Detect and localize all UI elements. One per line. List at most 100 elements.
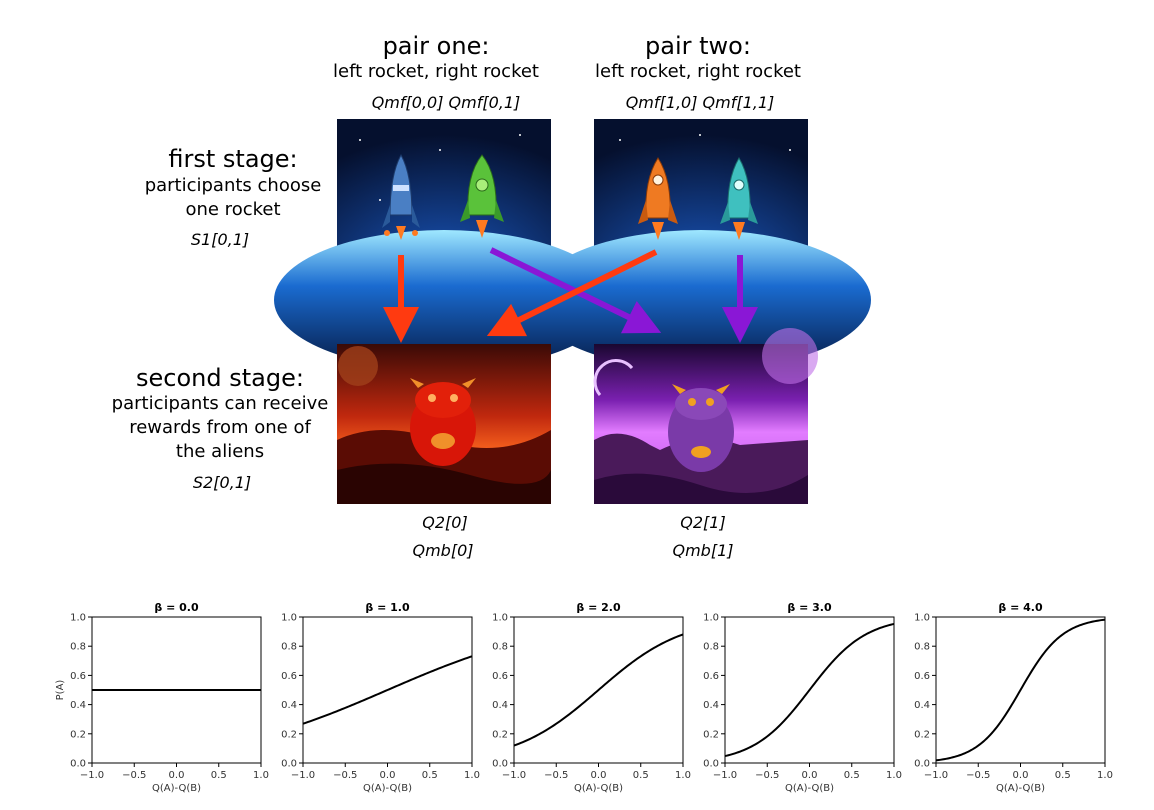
pair-two-qmf: Qmf[1,0] Qmf[1,1] [625,93,775,112]
x-tick-label: 1.0 [886,770,902,781]
y-tick-label: 0.2 [70,729,86,740]
y-tick-label: 0.4 [492,700,508,711]
second-stage-line2: rewards from one of [129,417,311,438]
pair-one-title: pair one: [382,32,490,60]
x-tick-label: 1.0 [464,770,480,781]
x-axis-label: Q(A)-Q(B) [152,783,201,794]
y-tick-label: 0.0 [703,759,719,770]
softmax-plots: β = 0.0 −1.0 −0.5 0.0 0.5 1.0 0.0 0.2 0.4 0.6 0.8 1… [55,601,1113,794]
x-tick-label: 0.5 [1055,770,1071,781]
y-tick-label: 0.2 [703,729,719,740]
x-tick-label: 0.5 [211,770,227,781]
second-stage-line3: the aliens [175,441,265,462]
y-tick-label: 0.6 [281,671,297,682]
purple-planet-q2: Q2[1] [680,513,726,532]
y-tick-label: 0.6 [914,671,930,682]
y-tick-label: 0.6 [492,671,508,682]
x-tick-label: 0.0 [591,770,607,781]
plot-title: β = 1.0 [365,601,410,614]
pair-one-qmf: Qmf[0,0] Qmf[0,1] [371,93,521,112]
second-stage-title: second stage: [136,364,304,392]
x-axis-label: Q(A)-Q(B) [574,783,623,794]
softmax-curve [513,633,684,747]
second-stage-line1: participants can receive [111,393,329,414]
purple-planet-qmb: Qmb[1] [672,541,734,560]
plot-title: β = 2.0 [576,601,621,614]
y-tick-label: 0.8 [703,642,719,653]
x-tick-label: −1.0 [924,770,948,781]
x-tick-label: 0.5 [633,770,649,781]
pair-one-subtitle: left rocket, right rocket [333,61,539,82]
green-rocket-icon [460,154,504,238]
y-tick-label: 0.8 [492,642,508,653]
x-axis-label: Q(A)-Q(B) [785,783,834,794]
softmax-curve [724,622,895,758]
red-planet-q2: Q2[0] [422,513,468,532]
y-tick-label: 0.6 [703,671,719,682]
y-tick-label: 0.4 [914,700,930,711]
y-tick-label: 0.6 [70,671,86,682]
x-tick-label: −1.0 [713,770,737,781]
x-tick-label: −0.5 [966,770,990,781]
x-tick-label: −1.0 [502,770,526,781]
softmax-curve [302,655,473,725]
y-tick-label: 1.0 [703,613,719,624]
plot-title: β = 3.0 [787,601,832,614]
y-tick-label: 1.0 [70,613,86,624]
arrow-orange-rocket-to-red [486,249,658,337]
y-tick-label: 0.4 [70,700,86,711]
y-tick-label: 0.8 [281,642,297,653]
y-tick-label: 0.2 [281,729,297,740]
x-tick-label: −0.5 [122,770,146,781]
plot-title: β = 4.0 [998,601,1043,614]
pair-one-image [274,119,614,370]
softmax-curve [935,618,1106,762]
x-tick-label: 0.5 [422,770,438,781]
purple-planet-image [593,328,818,504]
first-stage-title: first stage: [168,145,298,173]
teal-rocket-icon [720,157,758,240]
x-tick-label: 1.0 [253,770,269,781]
first-stage-state: S1[0,1] [190,230,250,249]
y-tick-label: 1.0 [914,613,930,624]
y-axis-label: P(A) [55,680,66,701]
y-tick-label: 0.0 [914,759,930,770]
pair-two-title: pair two: [645,32,751,60]
x-tick-label: 0.0 [802,770,818,781]
y-tick-label: 0.0 [70,759,86,770]
red-planet-image [337,344,551,504]
y-tick-label: 0.8 [914,642,930,653]
y-tick-label: 0.4 [281,700,297,711]
red-alien-icon [410,378,476,466]
y-tick-label: 0.0 [281,759,297,770]
arrow-green-rocket-to-purple [489,247,662,334]
y-tick-label: 0.4 [703,700,719,711]
purple-alien-icon [668,384,734,472]
x-tick-label: 1.0 [1097,770,1113,781]
x-tick-label: −1.0 [80,770,104,781]
x-tick-label: 0.0 [1013,770,1029,781]
y-tick-label: 1.0 [492,613,508,624]
pair-two-subtitle: left rocket, right rocket [595,61,801,82]
task-diagram [274,119,871,504]
y-tick-label: 0.2 [914,729,930,740]
pair-two-image [531,119,871,370]
x-tick-label: 0.5 [844,770,860,781]
x-axis-label: Q(A)-Q(B) [996,783,1045,794]
plot-title: β = 0.0 [154,601,199,614]
x-tick-label: 1.0 [675,770,691,781]
first-stage-line1: participants choose [144,175,322,196]
orange-rocket-icon [638,157,678,240]
red-planet-qmb: Qmb[0] [412,541,474,560]
blue-rocket-icon [382,153,420,240]
y-tick-label: 0.0 [492,759,508,770]
x-axis-label: Q(A)-Q(B) [363,783,412,794]
first-stage-line2: one rocket [185,199,281,220]
x-tick-label: −0.5 [544,770,568,781]
x-tick-label: −0.5 [755,770,779,781]
y-tick-label: 1.0 [281,613,297,624]
x-tick-label: −0.5 [333,770,357,781]
x-tick-label: 0.0 [169,770,185,781]
y-tick-label: 0.2 [492,729,508,740]
second-stage-state: S2[0,1] [192,473,252,492]
